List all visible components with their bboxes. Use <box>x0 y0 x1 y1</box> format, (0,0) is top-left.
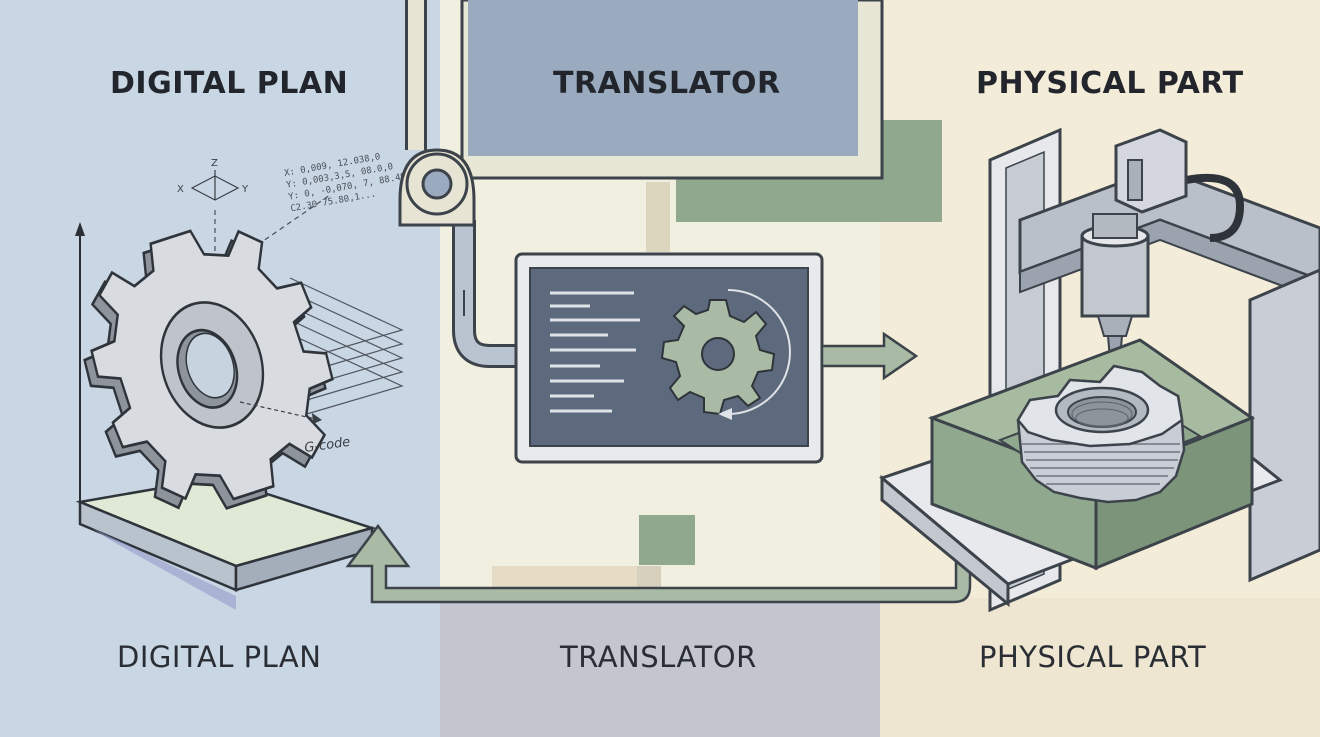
translator-caption: TRANSLATOR <box>560 640 757 674</box>
machined-gear <box>1016 364 1186 504</box>
machine-gantry-lower <box>1019 218 1320 302</box>
cable-loop <box>1185 173 1245 242</box>
axis-gizmo: Z X Y <box>177 158 249 201</box>
base-plate-shadow <box>92 528 236 610</box>
flow-arrow-right <box>820 331 919 381</box>
translator-bottom-band <box>440 598 880 737</box>
digital-plan-title: DIGITAL PLAN <box>110 66 349 101</box>
machine-column-right <box>1248 268 1320 583</box>
spindle-cap <box>1092 213 1138 239</box>
spindle-carriage <box>1114 128 1188 214</box>
physical-part-title: PHYSICAL PART <box>976 66 1244 101</box>
slice-lines <box>289 277 404 417</box>
translator-title: TRANSLATOR <box>553 66 781 101</box>
axis-y-label: Y <box>241 184 249 195</box>
stock-block-right <box>1094 415 1254 571</box>
deco-square-green <box>639 515 695 565</box>
deco-strip-2 <box>637 566 661 588</box>
spindle-collet <box>1096 315 1134 337</box>
gear-model <box>83 229 334 510</box>
gcode-label: G-code <box>303 435 351 456</box>
header-slate-block <box>468 0 858 156</box>
deco-strip <box>492 566 637 588</box>
physical-part-caption: PHYSICAL PART <box>979 640 1207 674</box>
spindle-motor <box>1080 234 1150 318</box>
physical-bottom-band <box>880 598 1320 737</box>
axis-x-label: X <box>177 184 184 195</box>
digital-plan-caption: DIGITAL PLAN <box>117 640 322 674</box>
y-axis-arrowhead <box>75 222 85 236</box>
axis-z-label: Z <box>211 158 218 169</box>
rotation-arc <box>727 289 791 415</box>
processing-gear <box>660 299 776 416</box>
code-lines <box>550 291 640 413</box>
feedback-loop-arrow <box>345 523 972 604</box>
projection-line-2 <box>249 194 331 251</box>
header-post <box>646 182 670 252</box>
joint-core <box>421 168 453 200</box>
gcode-arrowhead <box>312 413 322 424</box>
spindle-slot <box>1127 159 1143 201</box>
pipe <box>455 220 520 365</box>
machine-bed-side <box>880 474 1010 608</box>
rotation-arrowhead <box>718 408 732 420</box>
